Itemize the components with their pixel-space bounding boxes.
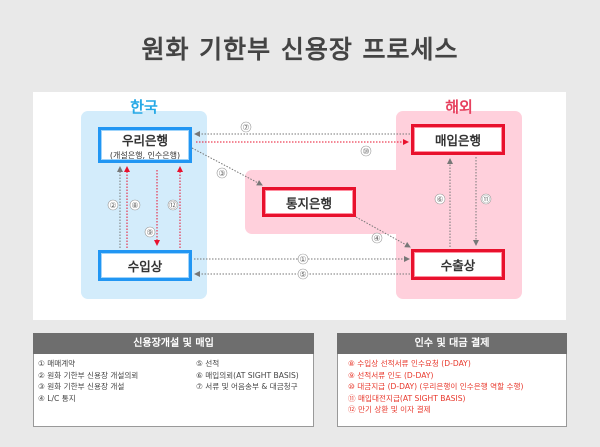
node-exporter: 수출상 [411,249,505,280]
woori-bank-sub: (개설은행, 인수은행) [109,150,181,160]
svg-text:⑫: ⑫ [169,201,177,210]
korea-label: 한국 [130,98,158,116]
svg-text:③: ③ [218,169,225,178]
importer-label: 수입상 [127,259,163,274]
node-negotiating-bank: 매입은행 [411,124,505,155]
legend-item: ⑥ 매입의뢰(AT SIGHT BASIS) [196,370,299,380]
legend-item: ③ 원화 기한부 신용장 개설 [38,382,125,392]
legend-issuance-col1: ① 매매계약 ② 원화 기한부 신용장 개설의뢰 ③ 원화 기한부 신용장 개설… [38,358,138,404]
legend-panel-issuance: 신용장개설 및 매입 ① 매매계약 ② 원화 기한부 신용장 개설의뢰 ③ 원화… [33,333,314,427]
advising-bank-label: 통지은행 [285,195,332,211]
legend-item: ⑤ 선적 [196,359,220,368]
svg-text:⑦: ⑦ [242,123,249,132]
svg-text:⑤: ⑤ [299,270,306,279]
legend-panel-issuance-header: 신용장개설 및 매입 [33,333,314,354]
svg-text:⑥: ⑥ [436,195,443,204]
overseas-label: 해외 [445,98,473,116]
woori-bank-label: 우리은행 [121,132,168,148]
legend-item: ⑦ 서류 및 어음송부 & 대금청구 [196,382,298,392]
svg-text:⑧: ⑧ [131,201,138,210]
legend-item: ⑪ 매입대전지급(AT SIGHT BASIS) [348,393,466,403]
page-title: 원화 기한부 신용장 프로세스 [141,35,459,64]
node-woori-bank: 우리은행 (개설은행, 인수은행) [98,127,192,163]
exporter-label: 수출상 [440,258,476,273]
legend-panel-settlement: 인수 및 대금 결제 ⑧ 수입상 선적서류 인수요청 (D-DAY) ⑨ 선적서… [337,333,567,427]
node-advising-bank: 통지은행 [262,187,356,217]
arrow-4 [355,216,411,248]
svg-text:⑩: ⑩ [362,147,369,156]
legend-item: ⑩ 대금지급 (D-DAY) (우리은행이 인수은행 역할 수행) [348,382,524,392]
legend-item: ⑨ 선적서류 인도 (D-DAY) [348,370,434,380]
arrow-3 [191,147,263,186]
negotiating-bank-label: 매입은행 [434,133,481,148]
legend-item: ② 원화 기한부 신용장 개설의뢰 [38,370,139,380]
flow-number-labels: ⑦ ⑩ ③ ④ ① ⑤ ② ⑧ ⑨ ⑫ ⑥ ⑪ [107,121,492,280]
legend-item: ⑫ 만기 상환 및 이자 결제 [348,405,431,415]
svg-text:②: ② [109,201,116,210]
svg-text:④: ④ [373,234,380,243]
legend-settlement-list: ⑧ 수입상 선적서류 인수요청 (D-DAY) ⑨ 선적서류 인도 (D-DAY… [348,358,523,416]
svg-text:⑨: ⑨ [146,228,153,237]
legend-issuance-col2: ⑤ 선적 ⑥ 매입의뢰(AT SIGHT BASIS) ⑦ 서류 및 어음송부 … [196,358,299,393]
legend-item: ④ L/C 통지 [38,393,76,403]
svg-text:⑪: ⑪ [482,195,490,204]
node-importer: 수입상 [98,250,192,281]
legend-panel-settlement-header: 인수 및 대금 결제 [337,333,567,354]
legend-item: ① 매매계약 [38,359,76,368]
svg-text:①: ① [299,255,306,264]
legend-item: ⑧ 수입상 선적서류 인수요청 (D-DAY) [348,359,471,368]
